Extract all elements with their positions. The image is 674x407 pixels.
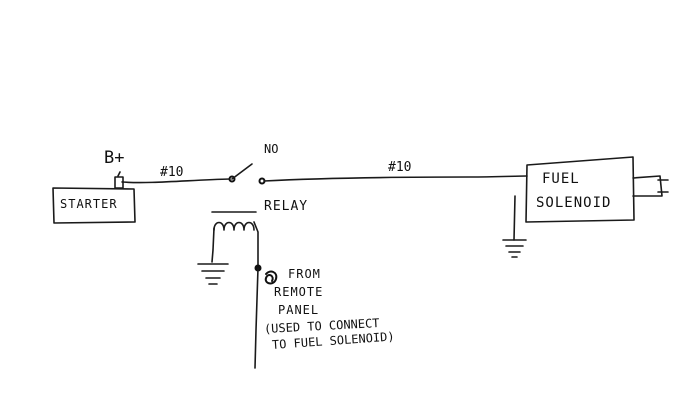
- from-remote-panel-label-line2: REMOTE: [274, 285, 324, 299]
- wire-gauge-right-label: #10: [388, 160, 412, 175]
- relay-label: RELAY: [264, 199, 309, 214]
- remote-panel-lead: [254, 267, 259, 369]
- remote-panel-marker: [264, 270, 278, 285]
- wire-starter-to-switch: [121, 178, 231, 184]
- wire-gauge-left-label: #10: [160, 165, 184, 180]
- switch-contact-left: [228, 175, 236, 183]
- fuel-solenoid-box: [525, 156, 635, 223]
- from-remote-panel-label-line3: PANEL: [278, 303, 320, 317]
- wire-switch-to-fuel-solenoid: [263, 175, 528, 182]
- fuel-solenoid-label-line1: FUEL: [542, 171, 580, 187]
- pen-mark: [117, 171, 121, 177]
- fuel-solenoid-label-line2: SOLENOID: [536, 195, 612, 211]
- fuel-solenoid-connector: [632, 175, 663, 197]
- relay-coil-left-lead: [211, 227, 215, 263]
- battery-label: B+: [104, 148, 125, 168]
- from-remote-panel-label-line1: FROM: [288, 267, 321, 281]
- relay-ground-symbol: [197, 263, 229, 285]
- normally-open-label: NO: [264, 142, 279, 156]
- relay-coil-loops: [213, 221, 255, 231]
- relay-coil-right-lead: [253, 221, 259, 266]
- fuel-solenoid-ground-lead: [513, 195, 516, 241]
- switch-arm: [231, 163, 253, 180]
- fuel-solenoid-ground-symbol: [502, 239, 527, 258]
- starter-label: STARTER: [60, 197, 118, 211]
- starter-box: [52, 187, 136, 224]
